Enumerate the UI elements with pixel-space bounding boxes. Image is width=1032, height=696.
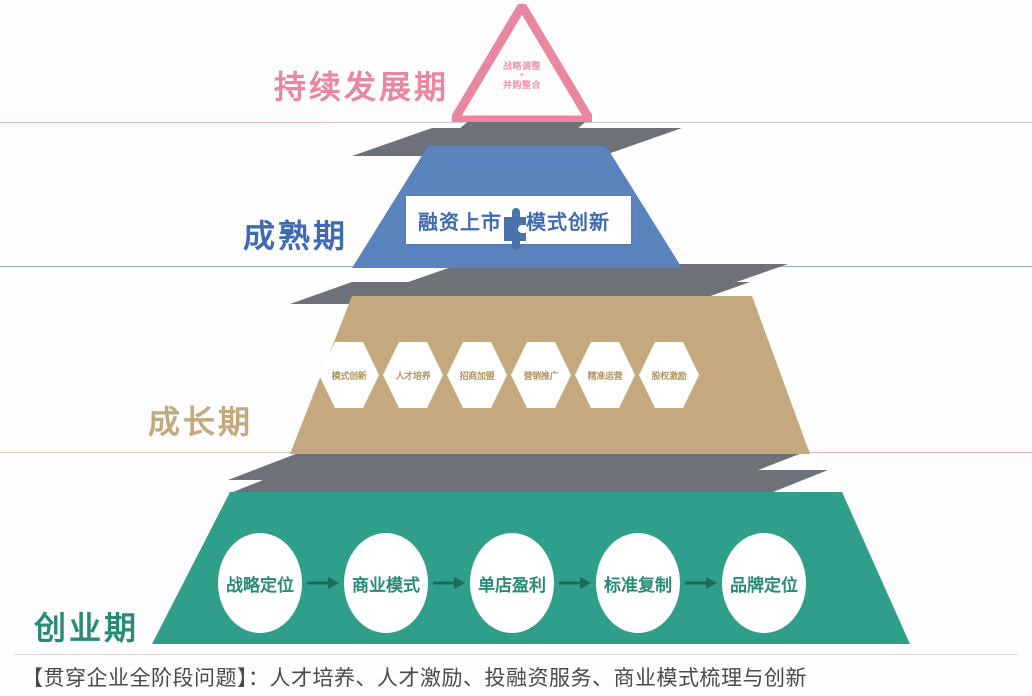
footer-note: 【贯穿企业全阶段问题】：人才培养、人才激励、投融资服务、商业模式梳理与创新 xyxy=(22,666,807,690)
arrow-right-icon xyxy=(302,576,344,590)
hex-item-label: 精准运营 xyxy=(587,371,623,382)
startup-items-row: 战略定位 商业模式 单店盈利 标准复制 xyxy=(218,533,806,633)
ellipse-item-label: 战略定位 xyxy=(226,575,294,596)
hex-item: 精准运营 xyxy=(574,340,636,410)
puzzle-piece-icon xyxy=(502,203,526,250)
shadow-slab-startup xyxy=(228,470,828,494)
hex-item: 模式创新 xyxy=(318,340,380,410)
ellipse-item-label: 品牌定位 xyxy=(730,575,798,596)
apex-item-separator: + xyxy=(519,72,525,80)
apex-item-1: 并购整合 xyxy=(502,80,541,91)
ellipse-item: 商业模式 xyxy=(344,533,428,633)
stage-label-sustained: 持续发展期 xyxy=(274,68,450,106)
mature-items-box: 融资上市 模式创新 xyxy=(406,196,631,250)
stage-label-startup: 创业期 xyxy=(34,609,140,647)
hex-item-label: 股权激励 xyxy=(651,371,687,382)
hex-item-label: 模式创新 xyxy=(331,371,367,382)
hex-item: 招商加盟 xyxy=(446,340,508,410)
ellipse-item-label: 标准复制 xyxy=(604,575,672,596)
footer-divider xyxy=(14,654,1018,655)
stage-label-mature: 成熟期 xyxy=(243,217,349,255)
stage-label-growth: 成长期 xyxy=(148,403,254,441)
hex-item-label: 人才培养 xyxy=(395,371,431,382)
hex-item-label: 营销推广 xyxy=(523,371,559,382)
ellipse-item: 战略定位 xyxy=(218,533,302,633)
ellipse-item: 品牌定位 xyxy=(722,533,806,633)
mature-item-0: 融资上市 xyxy=(418,209,502,234)
mature-item-1: 模式创新 xyxy=(526,209,610,234)
hex-item-label: 招商加盟 xyxy=(459,371,495,382)
hex-item: 股权激励 xyxy=(638,340,700,410)
arrow-right-icon xyxy=(680,576,722,590)
ellipse-item: 单店盈利 xyxy=(470,533,554,633)
ellipse-item-label: 商业模式 xyxy=(352,575,420,596)
arrow-right-icon xyxy=(554,576,596,590)
growth-items-row: 模式创新 人才培养 招商加盟 营销推广 精准运营 股权激励 xyxy=(318,340,702,410)
ellipse-item-label: 单店盈利 xyxy=(478,575,546,596)
apex-items: 战略调整 + 并购整合 xyxy=(452,60,592,91)
arrow-right-icon xyxy=(428,576,470,590)
hex-item: 人才培养 xyxy=(382,340,444,410)
hex-item: 营销推广 xyxy=(510,340,572,410)
tier-sustained-triangle xyxy=(446,0,598,125)
ellipse-item: 标准复制 xyxy=(596,533,680,633)
apex-item-0: 战略调整 xyxy=(502,61,541,71)
